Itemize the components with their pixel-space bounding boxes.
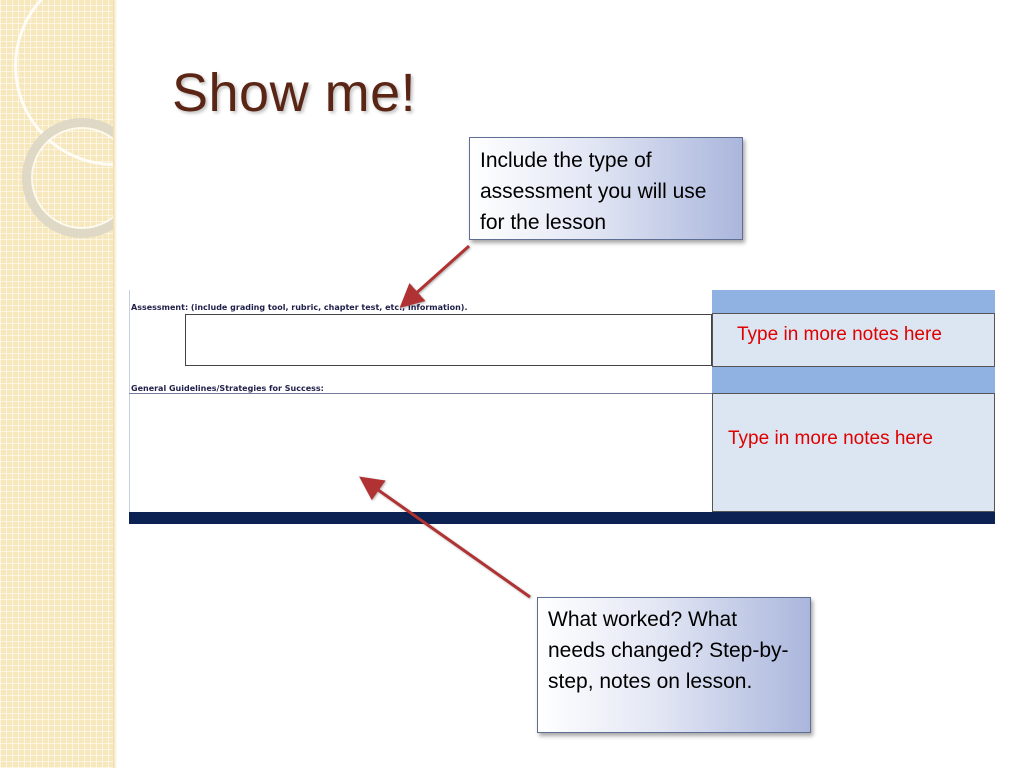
notes-box-assessment: Type in more notes here <box>712 313 995 367</box>
guidelines-divider <box>129 393 712 394</box>
lesson-form-screenshot: Assessment: (include grading tool, rubri… <box>129 290 995 524</box>
side-strip-edge <box>113 0 117 768</box>
assessment-field <box>185 314 712 366</box>
assessment-callout: Include the type of assessment you will … <box>469 137 743 240</box>
slide-title: Show me! <box>172 63 417 123</box>
decorative-side-strip <box>0 0 113 768</box>
guidelines-label: General Guidelines/Strategies for Succes… <box>131 384 324 393</box>
decorative-ring <box>22 118 113 238</box>
form-bottom-bar <box>129 512 995 524</box>
form-left-border <box>129 290 130 512</box>
notes-box-guidelines: Type in more notes here <box>712 393 995 512</box>
assessment-label: Assessment: (include grading tool, rubri… <box>131 303 468 312</box>
reflection-callout: What worked? What needs changed? Step-by… <box>537 597 811 733</box>
notes-column: Type in more notes here Type in more not… <box>712 290 995 512</box>
